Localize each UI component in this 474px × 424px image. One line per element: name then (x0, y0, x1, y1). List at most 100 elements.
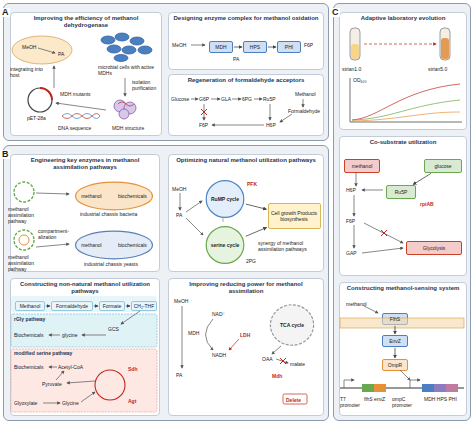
connector-arrow (246, 204, 266, 209)
cycle-circle: serine cycle (205, 225, 245, 265)
annotation-label: isolation purification (132, 79, 160, 91)
annotation-label: Mdh (272, 373, 282, 379)
subpanel: Designing enzyme complex for methanol ox… (168, 12, 324, 70)
cell-label: methanol (81, 242, 102, 248)
figure-panel: AImproving the efficiency of methanol de… (3, 3, 329, 141)
panel-letter: C (331, 8, 340, 17)
box-label: Formaldehyde (56, 303, 88, 309)
cycle-label: TCA cycle (280, 322, 304, 328)
process-box: methanol (344, 159, 380, 173)
annotation-label: flhS envZ (364, 396, 385, 402)
box-label: CH₂-THF (134, 303, 155, 309)
process-box: Cell growth Products biosynthesis (268, 203, 321, 229)
connector-arrow (46, 306, 50, 307)
annotation-label: rpiAB (420, 201, 434, 207)
annotation-label: pET-28a (27, 115, 46, 121)
panel-letter: B (1, 150, 10, 159)
annotation-label: MeOH (172, 42, 186, 48)
connector-arrow (126, 306, 130, 307)
panel-heading: Improving reducing power for methanol as… (169, 279, 323, 295)
process-box: Ru5P (386, 185, 416, 199)
connector-arrow (94, 306, 98, 307)
process-box: EnvZ (382, 335, 408, 347)
process-box: Methanol (15, 301, 45, 311)
annotation-label: Acetyl-CoA (58, 364, 83, 370)
annotation-label: glycine (62, 332, 78, 338)
box-label: Methanol (20, 303, 41, 309)
annotation-label: GCS (108, 326, 119, 332)
process-box: PHI (277, 41, 301, 53)
box-label: Glycolysis (423, 245, 446, 251)
annotation-label: compartment-alization (38, 228, 70, 240)
annotation-label: industrial chassis bacteria (80, 211, 137, 217)
subpanel: Constructing non-natural methanol utiliz… (10, 278, 160, 416)
panel-heading: Improving the efficiency of methanol deh… (11, 13, 161, 29)
annotation-label: PA (176, 212, 182, 218)
cell-label: biochemicals (118, 242, 147, 248)
annotation-label: MeOH (172, 186, 186, 192)
panel-heading: Adaptive laboratory evolution (340, 13, 466, 22)
annotation-label: Glycine (62, 400, 79, 406)
annotation-label: PA (58, 51, 64, 57)
connector-arrow (413, 173, 431, 184)
annotation-label: Pyruvate (42, 381, 62, 387)
annotation-label: NAD⁺ (212, 311, 225, 317)
annotation-label: LDH (240, 332, 250, 338)
annotation-label: PFK (247, 181, 257, 187)
annotation-label: MeOH (174, 298, 188, 304)
process-box: Glycolysis (406, 241, 462, 255)
cell-shape: methanol biochemicals (73, 230, 155, 260)
annotation-label: GAP (346, 250, 357, 256)
annotation-label: Sdh (128, 366, 137, 372)
annotation-label: rGly pathway (14, 316, 45, 322)
annotation-label: PA (233, 56, 239, 62)
connector-arrow (395, 326, 396, 334)
process-box: Formaldehyde (51, 301, 93, 311)
annotation-label: industrial chassis yeasts (84, 261, 138, 267)
connector-arrow (395, 348, 396, 358)
panel-heading: Constructing non-natural methanol utiliz… (11, 279, 159, 295)
subpanel: Regeneration of formaldehyde acceptors (168, 74, 324, 136)
box-label: PHI (285, 44, 293, 50)
process-box: CH₂-THF (131, 301, 157, 311)
annotation-label: microbial cells with active MDHs (98, 64, 158, 76)
panel-heading: Engineering key enzymes in methanol assi… (11, 155, 159, 171)
annotation-label: Biochemicals (14, 364, 43, 370)
box-label: Ru5P (395, 189, 408, 195)
box-label: OmpR (388, 362, 402, 368)
connector-arrow (268, 47, 276, 48)
figure-panel: BEngineering key enzymes in methanol ass… (3, 145, 329, 421)
annotation-label: Formaldehyde (288, 108, 320, 114)
annotation-label: strian1.0 (342, 66, 361, 72)
annotation-label: G6P (199, 96, 209, 102)
annotation-label: methanol assimilation pathway (8, 254, 48, 272)
cycle-circle: RuMP cycle (205, 179, 245, 219)
box-label: EnvZ (389, 338, 401, 344)
annotation-label: Methanol (295, 91, 316, 97)
annotation-label: F6P (199, 122, 208, 128)
annotation-label: modified serine pathway (14, 350, 72, 356)
annotation-label: 2PG (246, 258, 256, 264)
panel-heading: Designing enzyme complex for methanol ox… (169, 13, 323, 22)
connector-arrow (234, 47, 242, 48)
annotation-label: OD₆₀₀ (353, 77, 367, 83)
outline (206, 181, 244, 218)
annotation-label: H6P (266, 122, 276, 128)
annotation-label: MDH mutants (60, 91, 91, 97)
annotation-label: NADH (212, 352, 226, 358)
cell-label: methanol (81, 193, 102, 199)
process-box: glucose (424, 159, 462, 173)
annotation-label: DNA sequence (58, 125, 91, 131)
cell-shape: methanolbiochemicals (73, 181, 155, 211)
process-box: Formate (99, 301, 125, 311)
panel-heading: Co-substrate utilization (340, 137, 466, 146)
box-label: methanol (352, 163, 373, 169)
process-box: OmpR (382, 359, 408, 371)
subpanel: Optimizing natural methanol utilization … (168, 154, 324, 272)
cycle-label: RuMP cycle (211, 196, 239, 202)
outline (75, 182, 152, 210)
connector-arrow (246, 228, 267, 237)
outline (270, 305, 313, 345)
box-label: glucose (434, 163, 451, 169)
